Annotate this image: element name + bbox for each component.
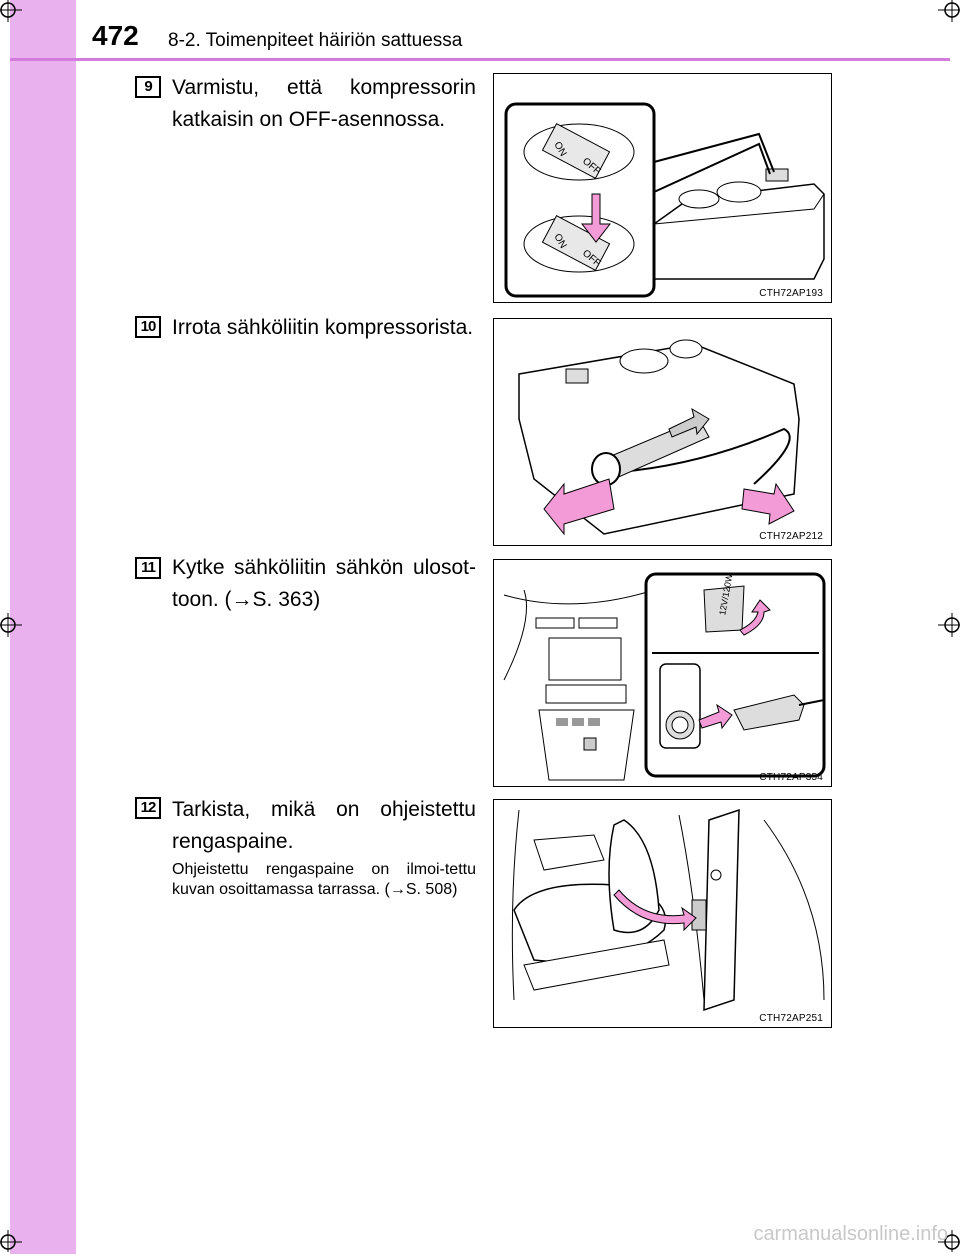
step-instruction: Varmistu, että kompressorin katkaisin on… — [172, 76, 476, 131]
figure-compressor-switch: ON OFF ON OFF CTH72AP193 — [493, 73, 832, 303]
disconnect-plug-illustration — [518, 339, 800, 536]
step-instruction: Irrota sähköliitin kompressorista. — [172, 316, 474, 339]
crop-mark-icon — [0, 1230, 22, 1252]
figure-code: CTH72AP251 — [759, 1013, 823, 1024]
figure-disconnect-plug: CTH72AP212 — [493, 318, 832, 546]
crop-mark-icon — [938, 1230, 960, 1252]
pull-arrow-icon — [543, 478, 615, 536]
pressure-sticker — [691, 899, 707, 931]
compressor-switch-illustration: ON OFF ON OFF — [504, 102, 825, 298]
header-rule — [10, 58, 950, 61]
watermark: carmanualsonline.info — [753, 1223, 948, 1245]
step-note: Ohjeistettu rengaspaine on ilmoi-tettu k… — [172, 861, 476, 898]
pull-arrow-icon — [741, 482, 795, 525]
step-number-badge: 12 — [135, 797, 161, 819]
figure-code: CTH72AP193 — [759, 288, 823, 299]
figure-code: CTH72AP354 — [759, 772, 823, 783]
tire-pressure-label-illustration — [511, 808, 825, 1012]
crop-mark-icon — [0, 0, 22, 22]
figure-tire-pressure-label: CTH72AP251 — [493, 799, 832, 1028]
crop-mark-icon — [0, 613, 22, 637]
step-instruction: Tarkista, mikä on ohjeistettu rengaspain… — [172, 798, 476, 853]
page-number: 472 — [92, 20, 139, 51]
open-cap-arrow-icon — [739, 599, 771, 636]
step-instruction: Kytke sähköliitin sähkön ulosot-toon. (→… — [172, 556, 476, 611]
chapter-sidebar — [10, 0, 76, 1254]
power-outlet-illustration: 12V/120W — [503, 572, 826, 781]
point-arrow-icon — [613, 889, 697, 932]
figure-code: CTH72AP212 — [759, 531, 823, 542]
step-number-badge: 10 — [135, 316, 161, 338]
press-arrow-icon — [580, 193, 612, 243]
insert-plug-arrow-icon — [698, 703, 733, 730]
crop-mark-icon — [938, 0, 960, 22]
step-number-badge: 11 — [135, 557, 161, 579]
step-number-badge: 9 — [135, 76, 161, 98]
crop-mark-icon — [938, 613, 960, 637]
figure-power-outlet: 12V/120W CTH72AP354 — [493, 559, 832, 787]
section-title: 8-2. Toimenpiteet häiriön sattuessa — [168, 30, 463, 51]
